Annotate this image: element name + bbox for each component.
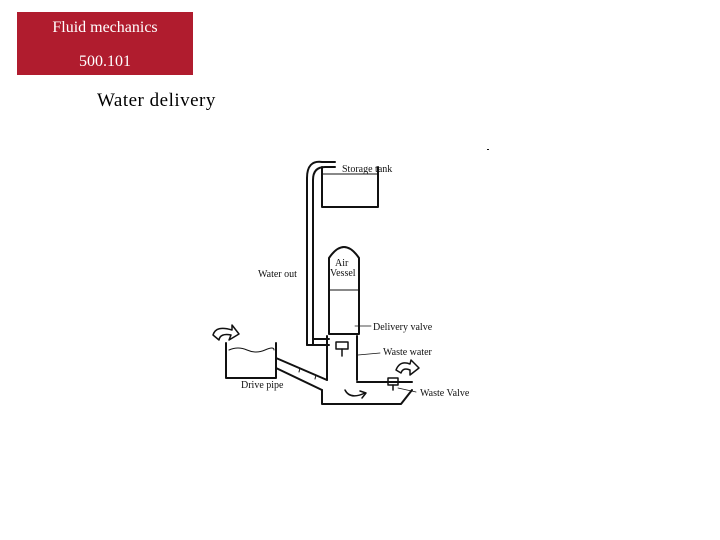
label-storage-tank: Storage tank — [342, 164, 392, 175]
air-vessel — [328, 246, 360, 335]
course-name: Fluid mechanics — [52, 19, 158, 36]
inflow-arrow-icon — [212, 324, 240, 341]
waste-water-arrow-icon — [395, 359, 420, 376]
label-waste-water: Waste water — [383, 347, 433, 358]
slide-title: Water delivery — [97, 90, 216, 111]
label-air-vessel-1: Air — [335, 258, 349, 269]
label-delivery-valve: Delivery valve — [373, 322, 433, 333]
delivery-pipe — [306, 160, 336, 346]
drive-pipe — [275, 357, 328, 391]
stray-mark — [487, 149, 489, 150]
course-code: 500.101 — [79, 53, 131, 70]
storage-tank — [321, 166, 379, 208]
waste-valve — [387, 377, 399, 391]
valve-chamber — [321, 335, 413, 405]
label-air-vessel-2: Vessel — [330, 268, 356, 279]
course-header-box: Fluid mechanics 500.101 — [17, 12, 193, 75]
delivery-valve — [335, 341, 349, 357]
hydraulic-ram-diagram: Storage tank Air Vessel Water out Delive… — [212, 149, 489, 405]
leader-lines — [354, 325, 417, 393]
chamber-flow-arrow-icon — [344, 389, 367, 399]
label-drive-pipe: Drive pipe — [241, 380, 284, 391]
label-waste-valve: Waste Valve — [420, 388, 470, 399]
supply-tank — [225, 342, 277, 379]
label-water-out: Water out — [258, 269, 297, 280]
